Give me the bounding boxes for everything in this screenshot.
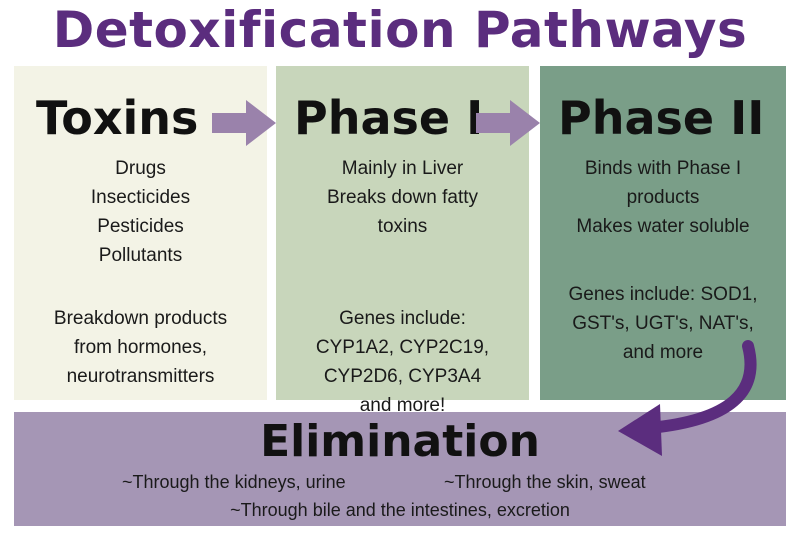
phase1-list: Mainly in Liver Breaks down fatty toxins: [276, 154, 529, 241]
toxins-heading: Toxins: [36, 91, 199, 145]
elimination-route: ~Through the kidneys, urine: [122, 472, 346, 492]
phase2-genes-line: and more: [622, 342, 704, 363]
elimination-heading: Elimination: [260, 416, 540, 467]
phase2-heading: Phase II: [558, 91, 765, 145]
elimination-route: ~Through bile and the intestines, excret…: [230, 500, 570, 520]
page-title: Detoxification Pathways: [52, 1, 748, 59]
phase1-genes-line: CYP2D6, CYP3A4: [323, 366, 482, 387]
phase1-genes-line: CYP1A2, CYP2C19,: [315, 337, 490, 358]
phase2-item: Binds with Phase I: [584, 158, 742, 179]
phase1-item: toxins: [377, 216, 428, 237]
arrow-right-icon: [212, 100, 276, 146]
phase2-item: products: [626, 187, 700, 208]
phase1-genes-line: and more!: [359, 395, 446, 416]
phase1-genes: Genes include: CYP1A2, CYP2C19, CYP2D6, …: [276, 304, 529, 420]
toxins-extra: Breakdown products from hormones, neurot…: [14, 304, 267, 391]
elimination-route: ~Through the skin, sweat: [444, 472, 646, 492]
arrow-right-icon: [476, 100, 540, 146]
toxins-list: Drugs Insecticides Pesticides Pollutants: [14, 154, 267, 270]
phase2-genes: Genes include: SOD1, GST's, UGT's, NAT's…: [540, 280, 786, 367]
toxins-extra-line: Breakdown products: [53, 308, 228, 329]
toxins-item: Drugs: [115, 158, 166, 179]
phase1-heading: Phase I: [294, 91, 484, 145]
phase2-genes-line: GST's, UGT's, NAT's,: [572, 313, 754, 334]
toxins-extra-line: from hormones,: [73, 337, 208, 358]
phase1-genes-line: Genes include:: [339, 308, 466, 329]
toxins-item: Insecticides: [90, 187, 191, 208]
elimination-panel: Elimination ~Through the kidneys, urine …: [14, 412, 786, 526]
phase2-item: Makes water soluble: [576, 216, 750, 237]
toxins-item: Pollutants: [98, 245, 183, 266]
phase2-genes-line: Genes include: SOD1,: [568, 284, 758, 305]
arrow-shape: [476, 100, 540, 146]
phase2-list: Binds with Phase I products Makes water …: [540, 154, 786, 241]
phase1-panel: Phase I Mainly in Liver Breaks down fatt…: [276, 66, 529, 416]
toxins-item: Pesticides: [97, 216, 184, 237]
toxins-extra-line: neurotransmitters: [66, 366, 215, 387]
phase1-item: Mainly in Liver: [341, 158, 464, 179]
arrow-shape: [212, 100, 276, 146]
phase1-item: Breaks down fatty: [326, 187, 479, 208]
phase2-panel: Phase II Binds with Phase I products Mak…: [540, 66, 786, 400]
